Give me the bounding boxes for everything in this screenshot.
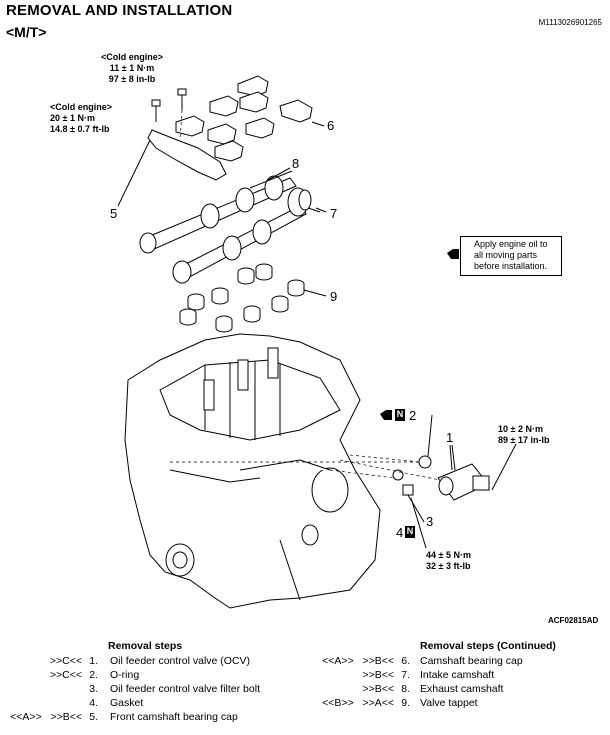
callout-6: 6 <box>327 118 335 133</box>
page-subtitle: <M/T> <box>6 24 47 40</box>
step-number: 1. <box>89 655 98 667</box>
torque-condition: <Cold engine> <box>50 102 113 112</box>
ocv-bolt-icon <box>491 443 517 491</box>
callout-8: 8 <box>292 156 300 171</box>
torque-metric: 10 ± 2 N·m <box>498 424 543 434</box>
step-text: Valve tappet <box>420 697 478 709</box>
intake-camshaft-icon <box>172 187 327 284</box>
valve-tappet-icon <box>179 263 327 333</box>
step-mark: <<A>> >>B<< <box>322 655 394 667</box>
step-mark: >>B<< <box>362 669 394 681</box>
torque-spec-cam-cap-front: <Cold engine> 20 ± 1 N·m 14.8 ± 0.7 ft-l… <box>50 102 126 135</box>
torque-condition: <Cold engine> <box>100 52 163 62</box>
step-number: 9. <box>401 697 410 709</box>
oil-feeder-control-valve-icon <box>437 444 490 501</box>
oil-can-icon <box>380 249 459 420</box>
step-mark: >>C<< <box>49 655 82 667</box>
new-part-icon <box>395 409 405 421</box>
removal-steps-heading: Removal steps <box>108 640 183 652</box>
torque-imperial: 89 ± 17 in-lb <box>498 435 550 445</box>
cam-cap-bolt-icon <box>151 88 187 122</box>
gasket-icon <box>392 469 404 481</box>
step-mark: >>C<< <box>49 669 82 681</box>
o-ring-icon <box>418 455 432 469</box>
camshaft-bearing-cap-icon <box>175 75 325 162</box>
document-id: M1113026901265 <box>538 18 602 27</box>
callout-5: 5 <box>110 206 118 221</box>
step-text: Oil feeder control valve (OCV) <box>110 655 251 667</box>
step-mark: <<B>> >>A<< <box>322 697 394 709</box>
page-title: REMOVAL AND INSTALLATION <box>6 2 233 19</box>
step-number: 2. <box>89 669 98 681</box>
torque-imperial: 97 ± 8 in-lb <box>108 74 156 84</box>
callout-3: 3 <box>426 514 434 529</box>
note-line: before installation. <box>474 261 548 271</box>
torque-spec-ocv-bolt: 10 ± 2 N·m 89 ± 17 in-lb <box>498 424 566 446</box>
front-bearing-cap-icon <box>117 129 227 207</box>
torque-imperial: 32 ± 3 ft-lb <box>426 561 471 571</box>
torque-metric: 44 ± 5 N·m <box>426 550 471 560</box>
removal-steps-heading: Removal steps (Continued) <box>420 640 556 652</box>
torque-metric: 11 ± 1 N·m <box>109 63 155 73</box>
step-number: 6. <box>401 655 410 667</box>
step-text: Front camshaft bearing cap <box>110 711 238 723</box>
torque-spec-cam-cap-top: <Cold engine> 11 ± 1 N·m 97 ± 8 in-lb <box>92 52 172 85</box>
new-part-label: N <box>396 409 404 419</box>
exhaust-camshaft-icon <box>139 167 297 254</box>
step-text: Intake camshaft <box>420 669 495 681</box>
step-number: 5. <box>89 711 98 723</box>
callout-7: 7 <box>330 206 338 221</box>
step-text: Oil feeder control valve filter bolt <box>110 683 260 695</box>
callout-4: 4 <box>396 525 404 540</box>
note-line: all moving parts <box>474 250 538 260</box>
step-mark: >>B<< <box>362 683 394 695</box>
engine-block-icon <box>124 333 381 609</box>
new-part-label: N <box>406 526 414 536</box>
step-text: Camshaft bearing cap <box>420 655 523 667</box>
note-line: Apply engine oil to <box>474 239 548 249</box>
step-text: Gasket <box>110 697 144 709</box>
oil-note-box: Apply engine oil to all moving parts bef… <box>460 236 562 276</box>
step-number: 3. <box>89 683 98 695</box>
step-number: 4. <box>89 697 98 709</box>
filter-bolt-icon <box>402 484 427 549</box>
callout-9: 9 <box>330 289 338 304</box>
step-number: 8. <box>401 683 410 695</box>
callout-1: 1 <box>446 430 454 445</box>
step-mark: <<A>> >>B<< <box>10 711 82 723</box>
new-part-icon <box>405 526 415 538</box>
step-text: Exhaust camshaft <box>420 683 504 695</box>
step-number: 7. <box>401 669 410 681</box>
torque-spec-filter-bolt: 44 ± 5 N·m 32 ± 3 ft-lb <box>426 550 486 572</box>
callout-2: 2 <box>409 408 417 423</box>
step-text: O-ring <box>110 669 140 681</box>
torque-metric: 20 ± 1 N·m <box>50 113 95 123</box>
torque-imperial: 14.8 ± 0.7 ft-lb <box>50 124 110 134</box>
figure-id: ACF02815AD <box>548 616 599 625</box>
